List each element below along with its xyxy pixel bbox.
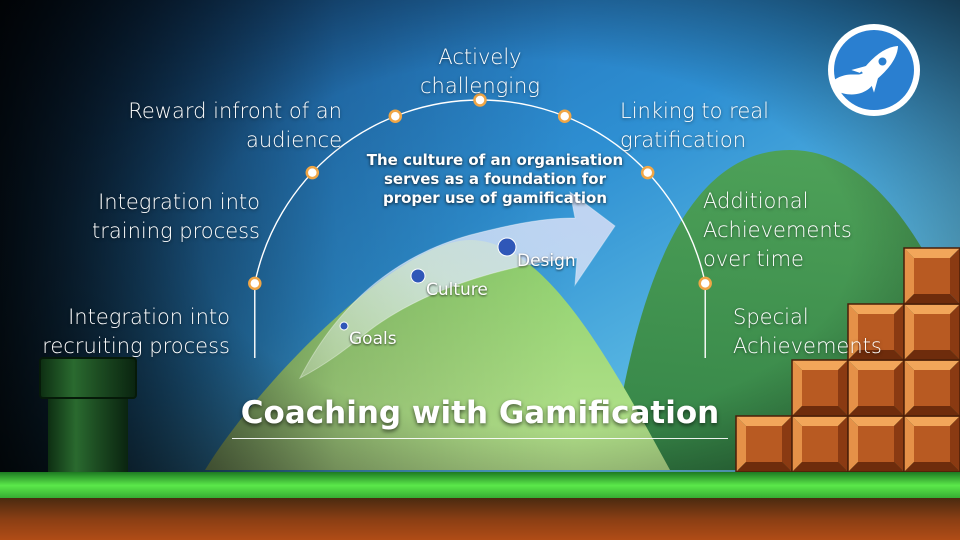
stage-dot-design bbox=[497, 237, 517, 257]
brick-block bbox=[791, 359, 849, 417]
subtitle: The culture of an organisation serves as… bbox=[366, 151, 624, 207]
brick-stairs bbox=[735, 247, 960, 473]
arc-node-real-gratification bbox=[557, 109, 572, 123]
stage-label-design: Design bbox=[517, 251, 576, 271]
label-special-achievements: Special Achievements bbox=[733, 305, 882, 358]
arc-node-training bbox=[305, 165, 320, 180]
arc-node-reward-audience bbox=[388, 109, 403, 123]
brick-block bbox=[903, 415, 960, 473]
stage-label-goals: Goals bbox=[349, 329, 397, 349]
brick-block bbox=[847, 303, 905, 361]
label-real-gratification: Linking to real gratification bbox=[620, 99, 769, 152]
label-recruiting: Integration into recruiting process bbox=[42, 305, 230, 358]
label-training: Integration into training process bbox=[92, 190, 260, 243]
slide-title: Coaching with Gamification bbox=[240, 395, 720, 431]
label-additional-achievements: Additional Achievements over time bbox=[703, 189, 852, 271]
brick-block bbox=[903, 247, 960, 305]
title-underline bbox=[232, 438, 728, 439]
brick-block bbox=[847, 359, 905, 417]
stage-dot-culture bbox=[410, 268, 426, 284]
label-actively-challenging: Actively challenging bbox=[420, 45, 540, 98]
rocket-icon bbox=[828, 24, 920, 116]
label-reward-audience: Reward infront of an audience bbox=[128, 99, 342, 152]
grass-strip bbox=[0, 472, 960, 502]
brick-block bbox=[903, 359, 960, 417]
growth-arrow bbox=[298, 190, 616, 380]
brick-block bbox=[791, 415, 849, 473]
ground-strip bbox=[0, 498, 960, 540]
warp-pipe bbox=[39, 357, 137, 480]
brick-block bbox=[847, 415, 905, 473]
arc-node-actively-challenging bbox=[473, 93, 487, 107]
stage-label-culture: Culture bbox=[426, 280, 488, 300]
arc-node-additional-achievements bbox=[640, 165, 655, 180]
stage-dot-goals bbox=[339, 321, 349, 331]
brick-block bbox=[735, 415, 793, 473]
brick-block bbox=[903, 303, 960, 361]
arc-node-special-achievements bbox=[698, 276, 712, 291]
arc-node-recruiting bbox=[248, 276, 262, 291]
